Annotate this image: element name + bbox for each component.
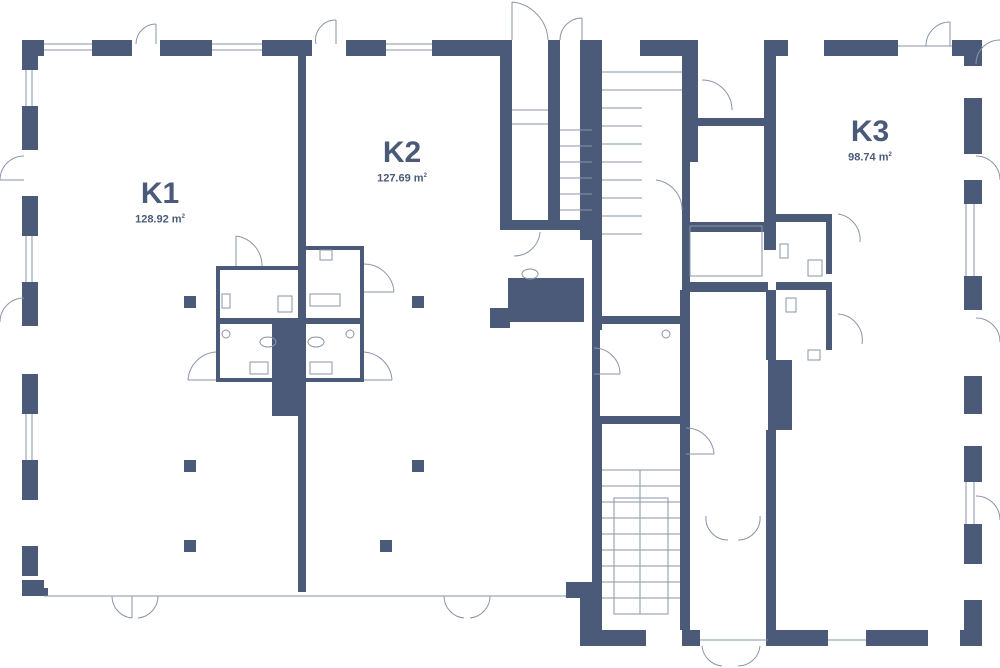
unit-area: 98.74 m2 (848, 151, 892, 164)
bathroom-fixtures (221, 243, 823, 375)
unit-name: K3 (850, 115, 890, 148)
unit-label-k1: K1 128.92 m2 (110, 178, 210, 227)
exterior-walls (22, 40, 982, 646)
unit-name: K2 (382, 136, 422, 169)
unit-area: 127.69 m2 (377, 172, 427, 185)
unit-area: 128.92 m2 (135, 213, 185, 226)
unit-name: K1 (140, 177, 180, 210)
unit-label-k3: K3 98.74 m2 (820, 116, 920, 165)
unit-label-k2: K2 127.69 m2 (352, 137, 452, 186)
